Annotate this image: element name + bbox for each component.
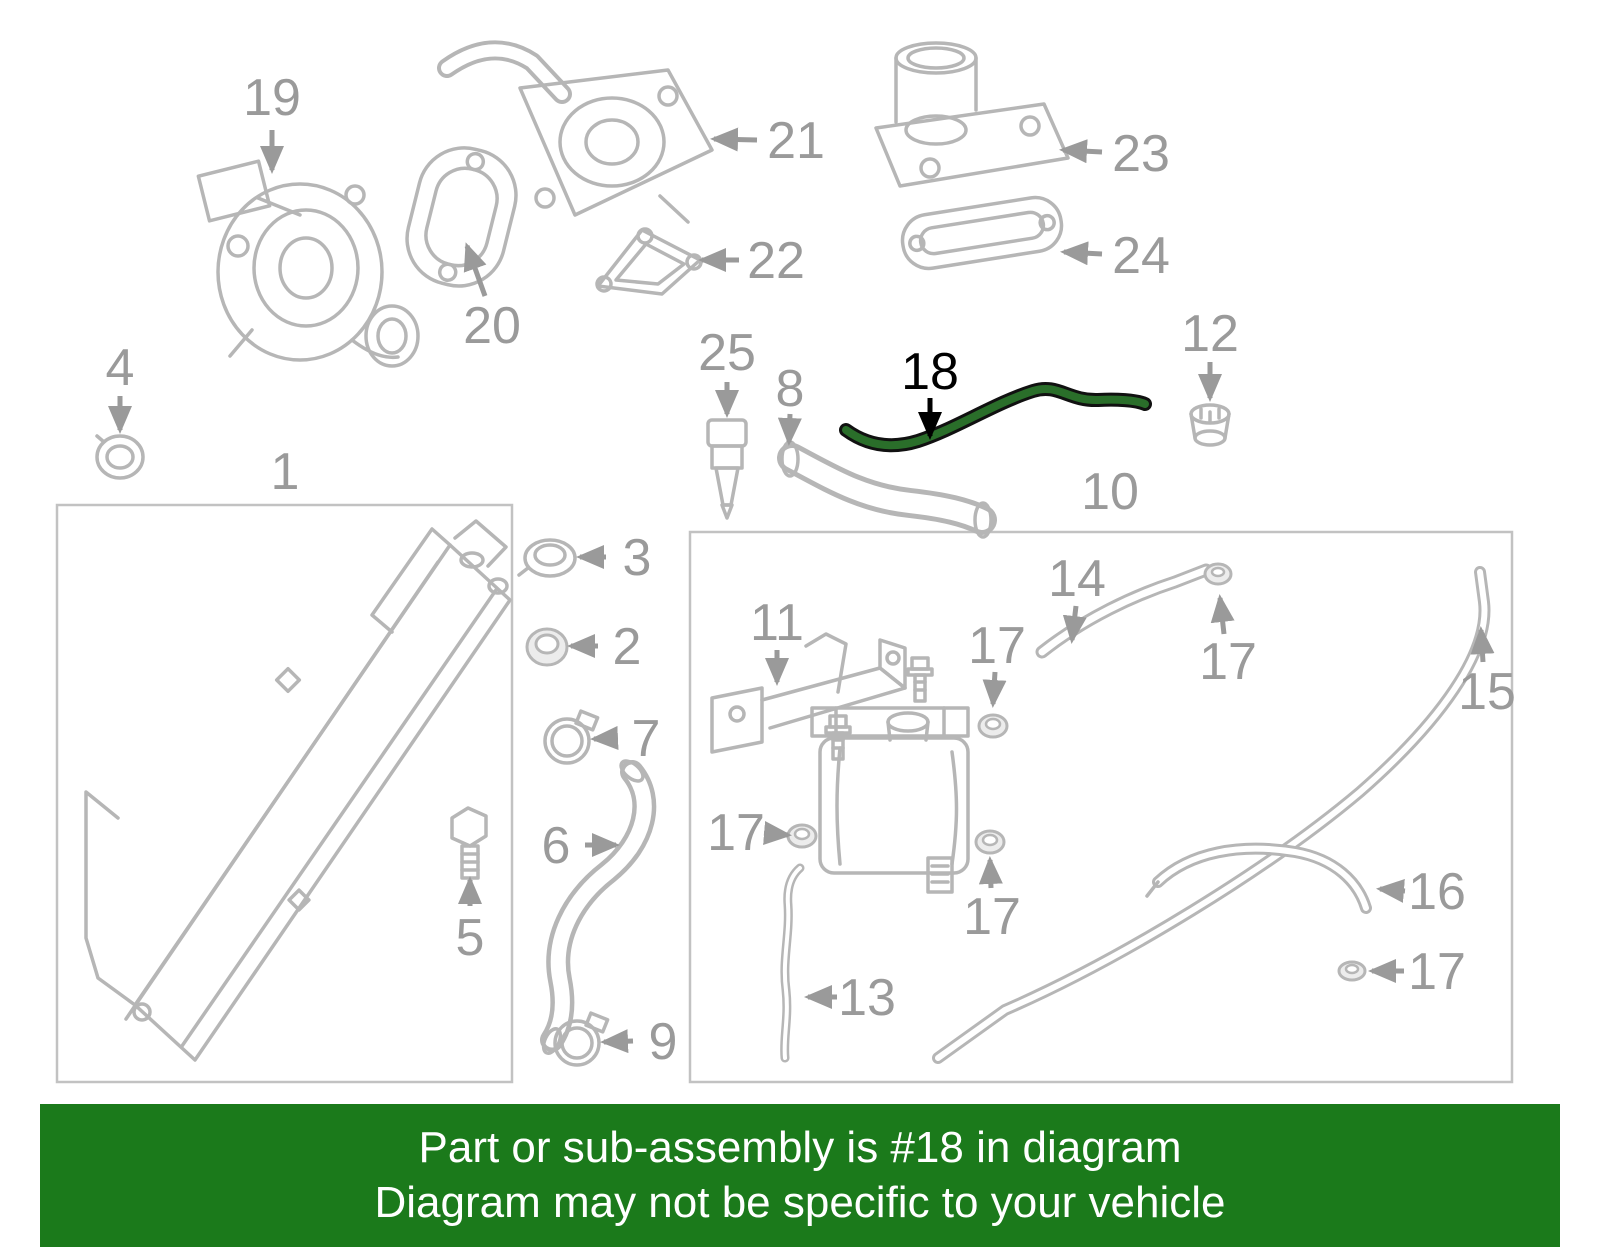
callout-label-14: 14	[1048, 550, 1106, 608]
callout-arrow-17	[978, 856, 1003, 889]
callout-arrow-23	[1059, 139, 1103, 164]
banner-line2: Diagram may not be specific to your vehi…	[374, 1177, 1226, 1227]
callout-label-23: 23	[1112, 125, 1170, 183]
callout-label-20: 20	[463, 297, 521, 355]
part-14-hose	[1035, 563, 1213, 659]
callout-label-18: 18	[901, 343, 959, 401]
part-18-hose-highlight	[842, 385, 1149, 450]
callout-label-11: 11	[750, 594, 804, 652]
part-13-tube	[780, 863, 805, 1063]
coolant-reservoir	[810, 706, 970, 894]
callout-label-4: 4	[106, 339, 135, 397]
callout-label-13: 13	[838, 969, 896, 1027]
part-4-seal	[95, 434, 145, 480]
callout-arrow-24	[1060, 241, 1103, 266]
callout-label-22: 22	[747, 232, 805, 290]
part-20-gasket	[405, 146, 518, 288]
callout-label-15: 15	[1458, 663, 1516, 721]
part-23-water-outlet	[874, 41, 1070, 188]
part-24-gasket	[900, 195, 1064, 271]
part-1-radiator	[84, 519, 512, 1062]
part-6-hose	[540, 759, 657, 1055]
part-9-clamp	[553, 1011, 610, 1067]
callout-arrow-17	[1210, 594, 1235, 635]
highlight-banner: Part or sub-assembly is #18 in diagram D…	[40, 1104, 1560, 1247]
part-19-thermostat-assembly	[196, 159, 420, 368]
callout-arrow-21	[710, 127, 758, 152]
banner-line1: Part or sub-assembly is #18 in diagram	[418, 1122, 1182, 1172]
callout-label-5: 5	[456, 909, 485, 967]
grommet	[1337, 960, 1367, 982]
part-12-cap	[1189, 403, 1231, 447]
part-22-gasket	[595, 227, 703, 296]
callout-label-6: 6	[542, 817, 571, 875]
callout-label-12: 12	[1181, 305, 1239, 363]
part-2-grommet	[525, 627, 569, 667]
part-8-hose	[777, 440, 997, 539]
part-25-sensor	[706, 418, 748, 520]
callout-label-17: 17	[1408, 943, 1466, 1001]
grommet	[1203, 562, 1233, 586]
callout-arrow-17	[763, 821, 792, 845]
callout-label-16: 16	[1408, 863, 1466, 921]
callout-label-8: 8	[776, 360, 805, 418]
grommet	[977, 713, 1009, 739]
callout-label-17: 17	[707, 804, 765, 862]
bolt-icon	[906, 656, 934, 703]
callout-label-2: 2	[613, 618, 642, 676]
callout-arrow-20	[463, 242, 488, 297]
callout-arrow-16	[1376, 878, 1406, 903]
part-11-bracket	[710, 632, 907, 754]
callout-label-10: 10	[1081, 463, 1139, 521]
callout-arrow-8	[777, 413, 802, 446]
grommet	[974, 829, 1006, 855]
radiator-group-box	[55, 503, 514, 1084]
callout-arrow-15	[1470, 626, 1495, 663]
part-7-clamp	[543, 709, 600, 765]
callout-label-21: 21	[767, 112, 825, 170]
callout-label-7: 7	[632, 710, 661, 768]
callout-label-17: 17	[1199, 633, 1257, 691]
callout-arrow-9	[600, 1029, 634, 1054]
callout-label-19: 19	[243, 69, 301, 127]
part-3-cap	[517, 538, 577, 578]
callout-label-3: 3	[623, 529, 652, 587]
part-5-drain-plug	[450, 806, 488, 880]
part-18-hose-highlighted	[839, 382, 1152, 453]
callout-label-1: 1	[271, 443, 300, 501]
part-15-hose	[932, 566, 1491, 1064]
callout-label-17: 17	[968, 617, 1026, 675]
callout-arrow-14	[1062, 605, 1087, 644]
grommet	[786, 823, 818, 849]
part-21-water-outlet	[437, 40, 714, 224]
callout-label-24: 24	[1112, 227, 1170, 285]
reservoir-group-box	[688, 530, 1514, 1084]
callout-label-9: 9	[649, 1013, 678, 1071]
callout-label-17: 17	[963, 888, 1021, 946]
callout-arrow-17	[982, 671, 1007, 708]
callout-label-25: 25	[698, 324, 756, 382]
callout-arrow-7	[590, 725, 619, 750]
part-16-hose	[1145, 842, 1372, 914]
